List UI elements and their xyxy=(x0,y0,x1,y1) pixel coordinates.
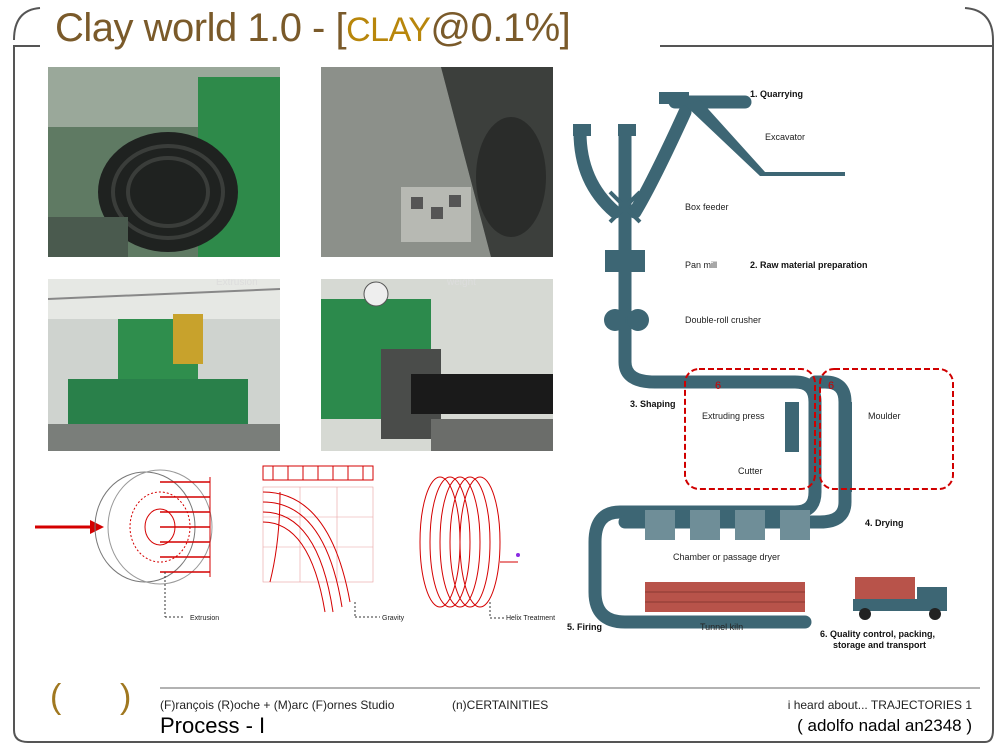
extrusion-sketch: Extrusion xyxy=(35,469,219,622)
truck-wheel xyxy=(929,608,941,620)
footer-trajectories: i heard about... TRAJECTORIES 1 xyxy=(787,698,972,712)
helix-sketch-label: Helix Treatment xyxy=(506,615,555,622)
photo-weight-image xyxy=(321,279,553,451)
title-clay: CLAY xyxy=(346,11,431,49)
weight-caption: weight xyxy=(447,279,476,288)
footer-paren-left: ( xyxy=(50,678,62,716)
footer-uncertainties: (n)CERTAINITIES xyxy=(452,698,549,712)
cart-icon xyxy=(618,124,636,136)
footer-credits: (F)rançois (R)oche + (M)arc (F)ornes Stu… xyxy=(160,698,395,712)
step4-label: 4. Drying xyxy=(865,518,904,528)
step5-label: 5. Firing xyxy=(567,622,602,632)
footer-paren-right: ) xyxy=(120,678,132,716)
process-sketches: Extrusion Gravity Helix Treat xyxy=(35,465,555,622)
crusher-roll-icon xyxy=(627,309,649,331)
moulder-icon xyxy=(840,402,852,492)
extruding-press-label: Extruding press xyxy=(702,411,765,421)
tunnel-kiln-label: Tunnel kiln xyxy=(700,622,743,632)
photo-extrusion-image xyxy=(48,279,280,451)
pan-mill-label: Pan mill xyxy=(685,260,717,270)
highlight-moulder xyxy=(819,368,954,490)
slide-title: Clay world 1.0 - [CLAY@0.1%] xyxy=(55,6,571,51)
helix-sketch: Helix Treatment xyxy=(419,476,555,622)
box-feeder-label: Box feeder xyxy=(685,202,729,212)
truck-load xyxy=(855,577,915,599)
photo-chute-image xyxy=(321,67,553,257)
cart-icon xyxy=(573,124,591,136)
chamber-dryer-label: Chamber or passage dryer xyxy=(673,552,780,562)
excavator-ramp xyxy=(685,100,845,176)
brick-process-diagram: 6 6 1. Quarrying Excavator Box feeder Pa… xyxy=(567,89,954,650)
photo-weight-cutter: weight xyxy=(321,279,553,451)
step3-label: 3. Shaping xyxy=(630,399,676,409)
footer-author: ( adolfo nadal an2348 ) xyxy=(797,716,972,735)
step1-label: 1. Quarrying xyxy=(750,89,803,99)
excavator-label: Excavator xyxy=(765,132,805,142)
title-suffix: @0.1%] xyxy=(430,6,571,50)
photo-extrusion-plant: Extrusion xyxy=(48,279,280,451)
step6-label-line1: 6. Quality control, packing, xyxy=(820,629,935,639)
dryer-stack xyxy=(645,510,675,540)
extrusion-caption: Extrusion xyxy=(216,279,258,288)
extrusion-sketch-label: Extrusion xyxy=(190,615,219,622)
excavator-icon xyxy=(659,92,689,104)
dryer-stack xyxy=(735,510,765,540)
truck-cab xyxy=(917,587,947,611)
title-main: Clay world 1.0 - [ xyxy=(55,6,347,50)
truck-wheel xyxy=(859,608,871,620)
dryer-stack xyxy=(690,510,720,540)
double-roll-label: Double-roll crusher xyxy=(685,315,761,325)
dryer-stack xyxy=(780,510,810,540)
gravity-sketch-label: Gravity xyxy=(382,615,405,622)
extruding-press-icon xyxy=(785,402,799,452)
highlight-shaping xyxy=(684,368,816,490)
cutter-label: Cutter xyxy=(738,466,763,476)
crusher-roll-icon xyxy=(604,309,626,331)
photo-coil-machine xyxy=(48,67,280,257)
pan-mill-icon xyxy=(605,250,645,272)
photo-chute xyxy=(321,67,553,257)
tunnel-kiln-bricks xyxy=(645,582,805,612)
step2-label: 2. Raw material preparation xyxy=(750,260,868,270)
photo-coil-image xyxy=(48,67,280,257)
truck-body xyxy=(853,599,917,611)
step6-label-line2: storage and transport xyxy=(833,640,926,650)
moulder-label: Moulder xyxy=(868,411,901,421)
highlight-b-number: 6 xyxy=(828,380,834,392)
footer-process: Process - I xyxy=(160,713,266,738)
highlight-a-number: 6 xyxy=(715,380,721,392)
gravity-sketch: Gravity xyxy=(262,465,405,622)
box-feeder-icon xyxy=(608,187,642,227)
